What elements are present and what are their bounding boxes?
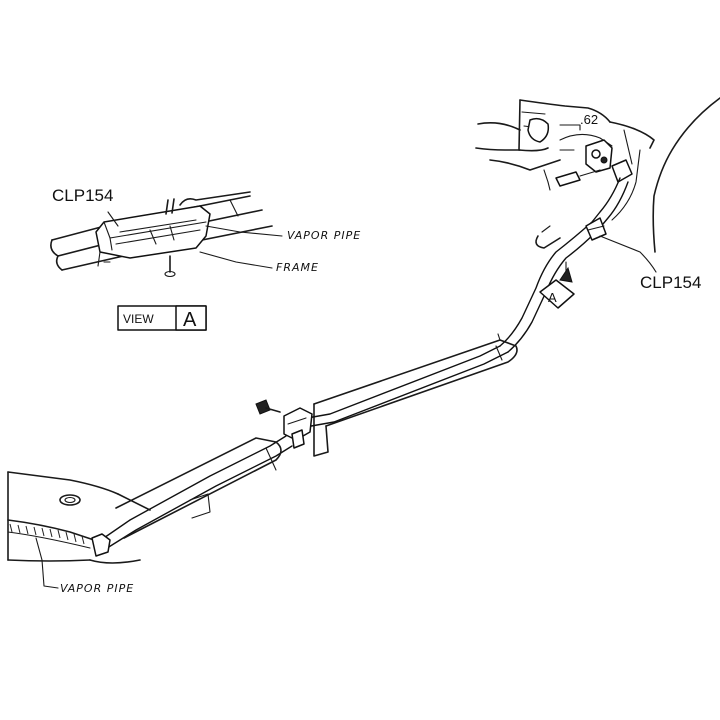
vapor-pipe-label-top: VAPOR PIPE xyxy=(287,229,361,242)
view-word: VIEW xyxy=(123,312,154,326)
vapor-pipe-label-bottom: VAPOR PIPE xyxy=(60,582,134,595)
frame-label: FRAME xyxy=(276,261,319,274)
view-letter: A xyxy=(183,309,197,331)
clip-label-view-a: CLP154 xyxy=(52,186,113,205)
upper-bracket-area xyxy=(475,97,720,253)
fuel-tank xyxy=(7,471,151,589)
view-a-arrow: A xyxy=(539,261,575,309)
clip-label-right: CLP154 xyxy=(640,273,701,292)
vapor-pipe-run xyxy=(97,177,657,551)
dimension-label: .62 xyxy=(580,112,598,127)
view-arrow-letter: A xyxy=(548,290,557,305)
view-a-detail xyxy=(50,191,283,278)
view-a-callout: VIEW A xyxy=(117,305,207,331)
